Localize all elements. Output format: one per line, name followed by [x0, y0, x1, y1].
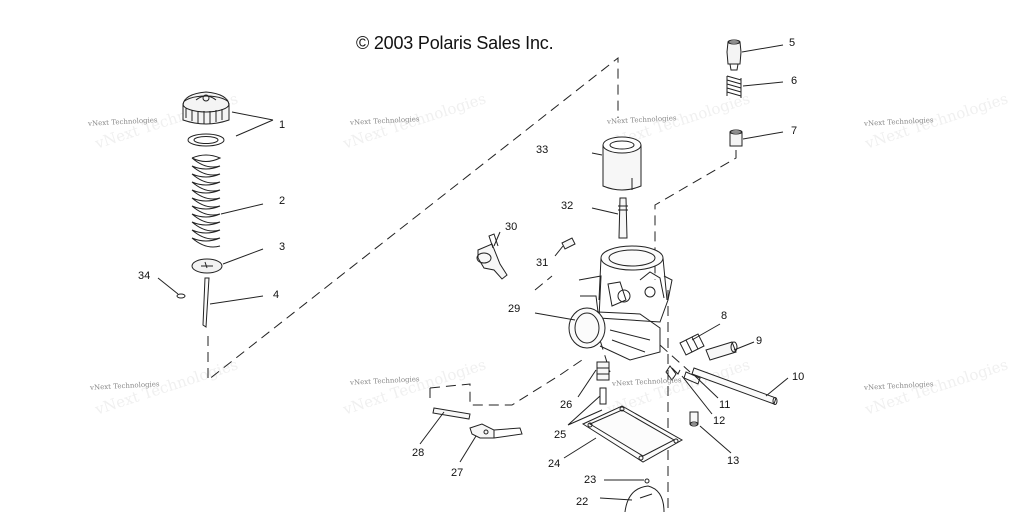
callout-26: 26: [560, 399, 573, 411]
callout-2: 2: [279, 195, 286, 207]
callout-8: 8: [721, 310, 728, 322]
part-29-carb-body: [568, 245, 673, 361]
leader-lines: [157, 44, 789, 501]
part-1-cap: [182, 91, 230, 147]
part-32-needle-jet: [618, 197, 628, 239]
callout-22: 22: [576, 496, 589, 508]
callout-1: 1: [279, 119, 286, 131]
part-25-jet: [599, 387, 607, 405]
part-8-spring: [679, 333, 705, 356]
callout-7: 7: [791, 125, 798, 137]
part-23-plug: [644, 478, 650, 484]
callout-9: 9: [756, 335, 763, 347]
part-13-jet: [689, 411, 699, 427]
callout-27: 27: [451, 467, 464, 479]
callout-23: 23: [584, 474, 597, 486]
part-33-slide: [602, 136, 642, 191]
part-24-gasket: [581, 405, 684, 463]
part-26-jet: [596, 361, 610, 381]
callout-4: 4: [273, 289, 280, 301]
part-27-float-arm: [469, 423, 523, 439]
callout-29: 29: [508, 303, 521, 315]
callout-6: 6: [791, 75, 798, 87]
part-34-clip: [176, 293, 186, 299]
part-6-spring: [726, 75, 742, 98]
copyright-notice: © 2003 Polaris Sales Inc.: [356, 33, 554, 53]
part-22-float-bowl: [624, 485, 665, 512]
callout-13: 13: [727, 455, 740, 467]
callout-3: 3: [279, 241, 286, 253]
part-11-spring: [665, 365, 681, 381]
callout-33: 33: [536, 144, 549, 156]
part-28-pin: [432, 407, 471, 420]
callout-32: 32: [561, 200, 574, 212]
part-30-plunger: [476, 233, 508, 280]
callout-24: 24: [548, 458, 561, 470]
callout-25: 25: [554, 429, 567, 441]
part-3-clip: [191, 258, 223, 274]
part-4-needle: [202, 277, 210, 328]
part-10-rod: [691, 367, 778, 405]
part-31-pin: [561, 237, 576, 250]
callout-10: 10: [792, 371, 805, 383]
assembly-guide-lines: [207, 56, 737, 512]
part-7-washer: [729, 129, 743, 147]
part-5-screw: [726, 39, 742, 71]
callout-31: 31: [536, 257, 549, 269]
part-9-screw: [705, 341, 738, 361]
callout-11: 11: [719, 399, 731, 411]
callout-30: 30: [505, 221, 518, 233]
callout-28: 28: [412, 447, 425, 459]
part-2-spring: [191, 154, 222, 248]
callout-34: 34: [138, 270, 151, 282]
callout-12: 12: [713, 415, 726, 427]
callout-5: 5: [789, 37, 796, 49]
